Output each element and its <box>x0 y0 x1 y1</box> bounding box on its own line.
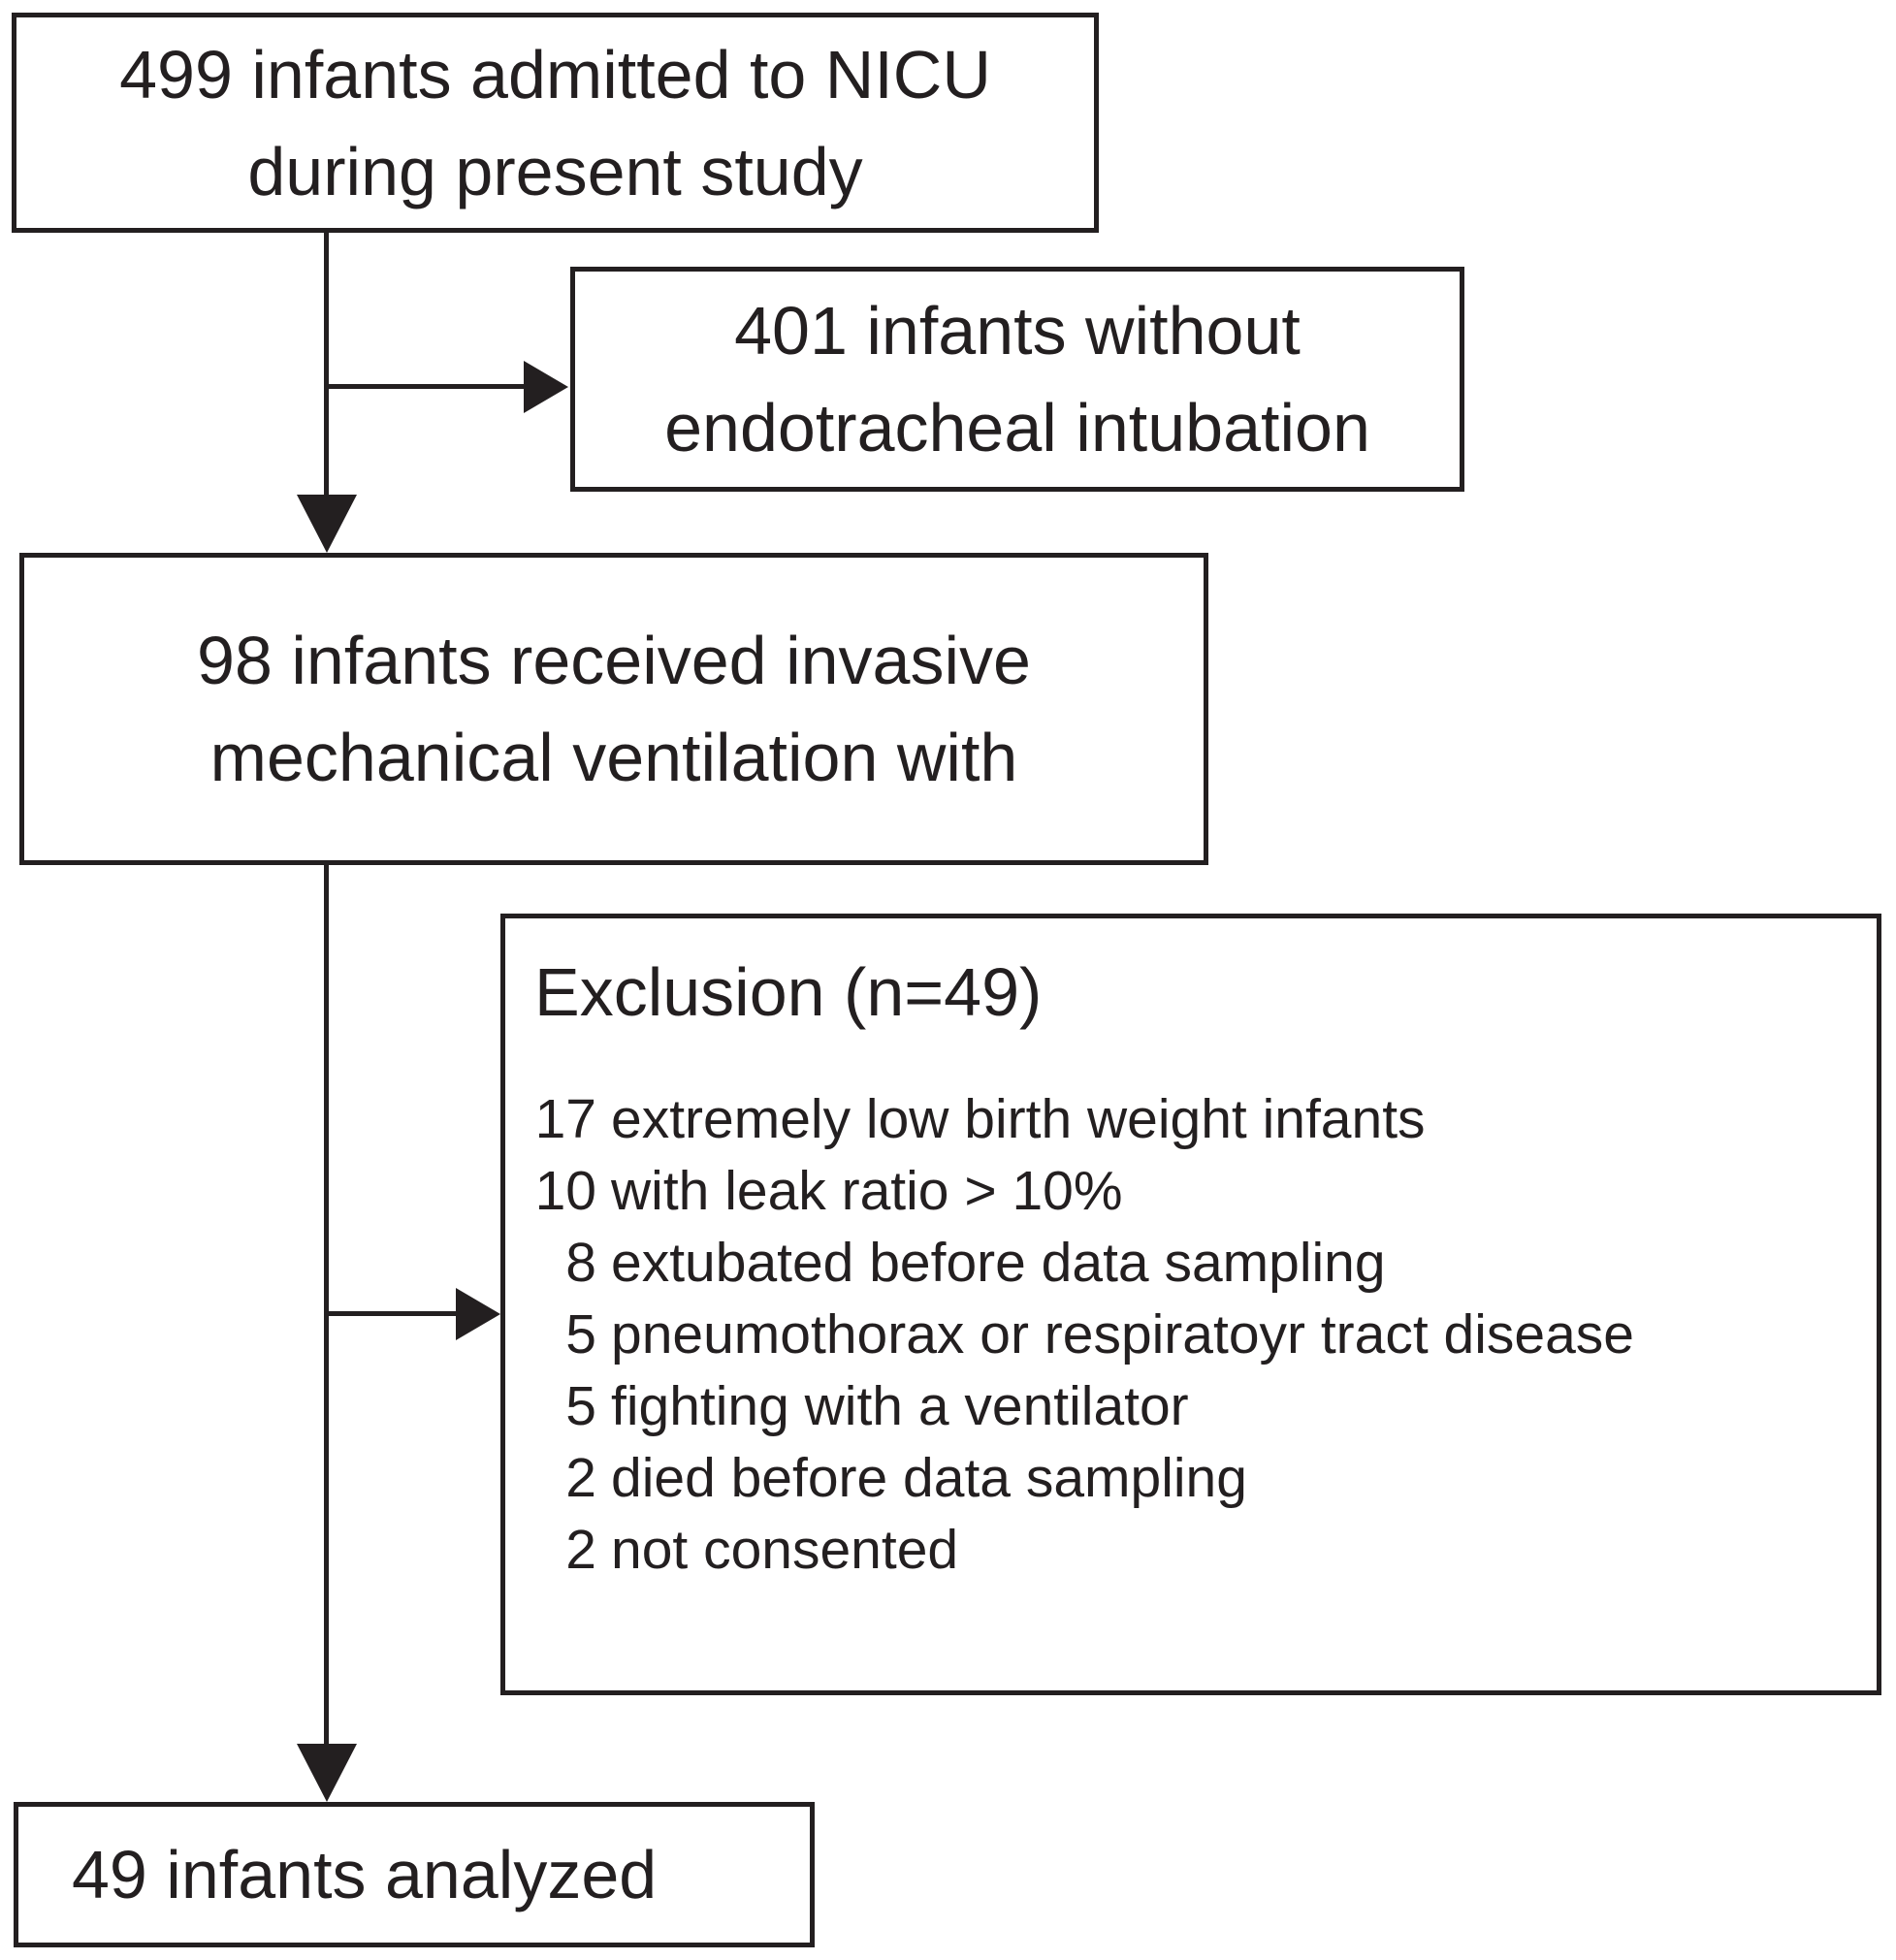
no-intubation-box: 401 infants without endotracheal intubat… <box>570 267 1464 492</box>
admitted-box: 499 infants admitted to NICU during pres… <box>12 13 1099 233</box>
arrowhead-right-to-no-intubation-icon <box>524 361 568 413</box>
exclusion-list-item: 8 extubated before data sampling <box>534 1227 1634 1299</box>
arrowhead-down-to-ventilated-icon <box>297 495 357 553</box>
ventilated-box-line1: 98 infants received invasive <box>197 623 1031 698</box>
exclusion-item-reason: not consented <box>611 1519 959 1581</box>
exclusion-list-item: 10 with leak ratio > 10% <box>534 1155 1634 1227</box>
connector-vertical-2 <box>324 863 329 1744</box>
no-intubation-box-line1: 401 infants without <box>734 293 1301 369</box>
exclusion-item-reason: fighting with a ventilator <box>611 1375 1189 1437</box>
connector-vertical-1 <box>324 232 329 499</box>
exclusion-item-count: 17 <box>534 1088 596 1150</box>
exclusion-item-reason: died before data sampling <box>611 1447 1247 1509</box>
exclusion-item-count: 2 <box>565 1519 596 1581</box>
admitted-box-line1: 499 infants admitted to NICU <box>119 36 991 112</box>
ventilated-box-line2: mechanical ventilation with <box>209 720 1018 795</box>
exclusion-list-item: 2 died before data sampling <box>534 1442 1634 1514</box>
arrowhead-down-to-analyzed-icon <box>297 1744 357 1802</box>
analyzed-box: 49 infants analyzed <box>14 1802 815 1947</box>
connector-branch-1 <box>324 384 524 389</box>
connector-branch-2 <box>324 1311 456 1316</box>
exclusion-item-count: 2 <box>565 1447 596 1509</box>
exclusion-title: Exclusion (n=49) <box>534 954 1043 1030</box>
exclusion-item-count: 8 <box>565 1232 596 1294</box>
exclusion-item-reason: pneumothorax or respiratoyr tract diseas… <box>611 1303 1635 1366</box>
exclusion-list-item: 5 fighting with a ventilator <box>534 1370 1634 1442</box>
exclusion-item-reason: extubated before data sampling <box>611 1232 1386 1294</box>
exclusion-item-reason: with leak ratio > 10% <box>611 1160 1123 1222</box>
exclusion-list-item: 5 pneumothorax or respiratoyr tract dise… <box>534 1299 1634 1370</box>
exclusion-list-item: 17 extremely low birth weight infants <box>534 1083 1634 1155</box>
exclusion-item-count: 5 <box>565 1303 596 1366</box>
exclusion-list: 17 extremely low birth weight infants 10… <box>534 1083 1634 1586</box>
exclusion-list-item: 2 not consented <box>534 1514 1634 1586</box>
exclusion-item-reason: extremely low birth weight infants <box>611 1088 1426 1150</box>
ventilated-box: 98 infants received invasive mechanical … <box>19 553 1208 865</box>
exclusion-box: Exclusion (n=49) 17 extremely low birth … <box>500 914 1881 1695</box>
arrowhead-right-to-exclusion-icon <box>456 1288 500 1340</box>
admitted-box-line2: during present study <box>247 133 863 209</box>
exclusion-item-count: 5 <box>565 1375 596 1437</box>
exclusion-item-count: 10 <box>534 1160 596 1222</box>
no-intubation-box-line2: endotracheal intubation <box>664 390 1370 466</box>
analyzed-box-text: 49 infants analyzed <box>72 1837 658 1912</box>
